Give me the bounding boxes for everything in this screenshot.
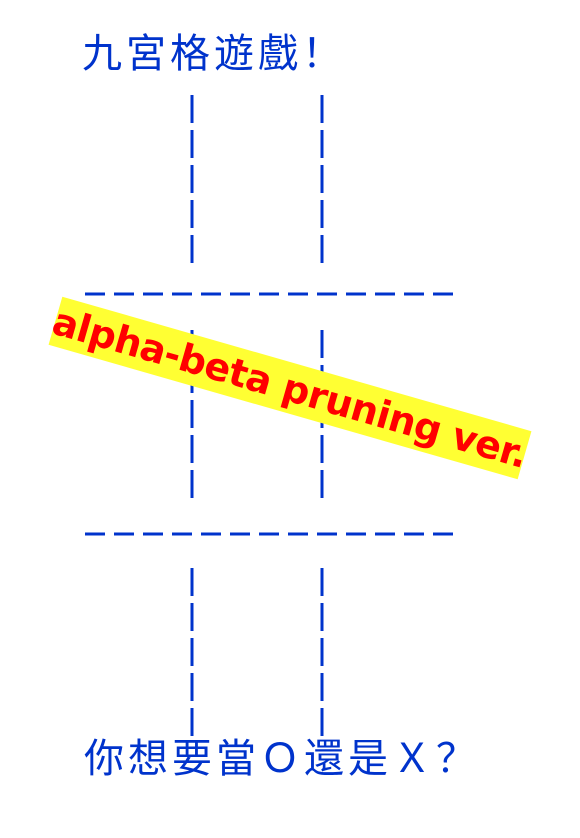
- player-choice-prompt: 你想要當Ｏ還是Ｘ？: [84, 736, 480, 782]
- game-title: 九宮格遊戲！: [82, 31, 346, 77]
